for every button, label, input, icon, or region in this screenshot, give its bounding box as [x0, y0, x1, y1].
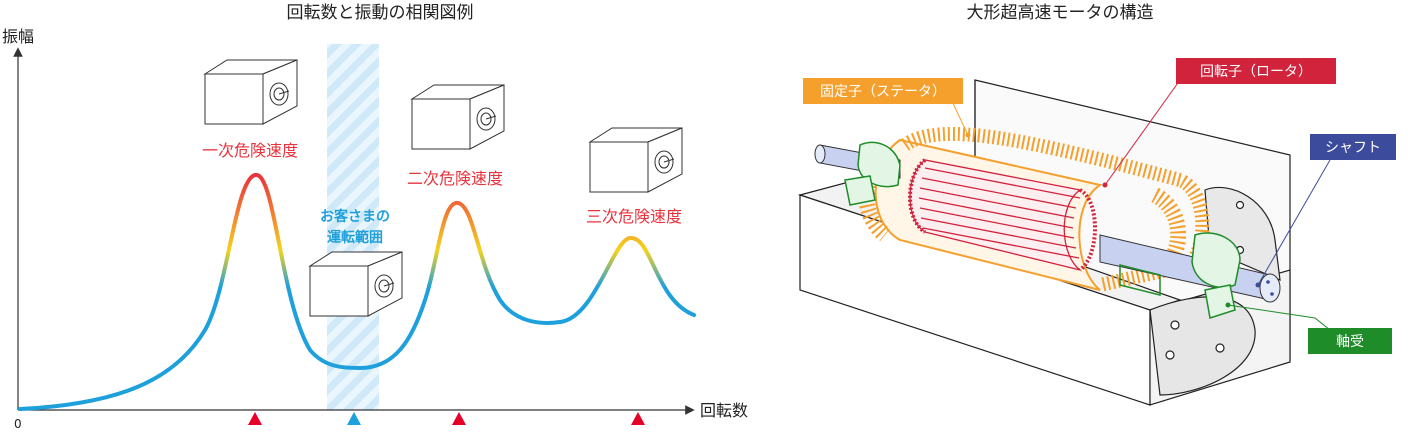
- structure-title: 大形超高速モータの構造: [967, 3, 1154, 23]
- operating-band-label-line2: 運転範囲: [327, 229, 383, 246]
- bearing-leader-line: [1227, 304, 1331, 331]
- motor-box-icon: [588, 127, 683, 193]
- origin-label: 0: [14, 417, 22, 431]
- x-axis-label: 回転数: [700, 401, 748, 420]
- operating-speed-marker: [347, 412, 361, 425]
- shaft-callout-label: シャフト: [1325, 140, 1381, 156]
- shaft-leader-dot: [1255, 282, 1261, 288]
- operating-band-label-line1: お客さまの: [320, 208, 390, 225]
- vibration-chart: 回転数と振動の相関図例 振幅 回転数 0 一次危険速度 二次危険速度 三次危険速…: [2, 3, 748, 431]
- rotor-callout: 回転子（ロータ）: [1176, 58, 1336, 84]
- motor-box-icon: [308, 251, 403, 317]
- rotor: [908, 158, 1097, 272]
- shaft-leader-line: [1257, 159, 1331, 286]
- rotor-leader-dot: [1102, 182, 1108, 188]
- bearing-callout-label: 軸受: [1336, 334, 1364, 350]
- bearing-callout: 軸受: [1308, 328, 1392, 354]
- stator-leader-dot: [965, 132, 971, 138]
- rotor-leader-line: [1104, 79, 1181, 186]
- chart-title: 回転数と振動の相関図例: [287, 3, 474, 23]
- first-critical-speed-label: 一次危険速度: [202, 141, 298, 160]
- motor-structure-diagram: 大形超高速モータの構造: [797, 3, 1396, 406]
- y-axis-label: 振幅: [2, 27, 34, 46]
- bearing: [844, 141, 1241, 319]
- rotor-callout-label: 回転子（ロータ）: [1200, 64, 1312, 80]
- operating-band: [327, 44, 379, 410]
- motor-box-icon: [410, 84, 505, 150]
- bearing-leader-dot: [1225, 302, 1231, 308]
- stator-callout-label: 固定子（ステータ）: [820, 84, 946, 100]
- third-critical-speed-label: 三次危険速度: [586, 207, 682, 226]
- shaft-callout: シャフト: [1310, 134, 1396, 160]
- critical-speed-marker-2: [452, 412, 466, 425]
- second-critical-speed-label: 二次危険速度: [407, 169, 503, 188]
- stator-callout: 固定子（ステータ）: [803, 78, 963, 104]
- critical-speed-marker-3: [631, 412, 645, 425]
- critical-speed-marker-1: [248, 412, 262, 425]
- vibration-curve: [18, 173, 696, 411]
- motor-box-icon: [203, 59, 298, 125]
